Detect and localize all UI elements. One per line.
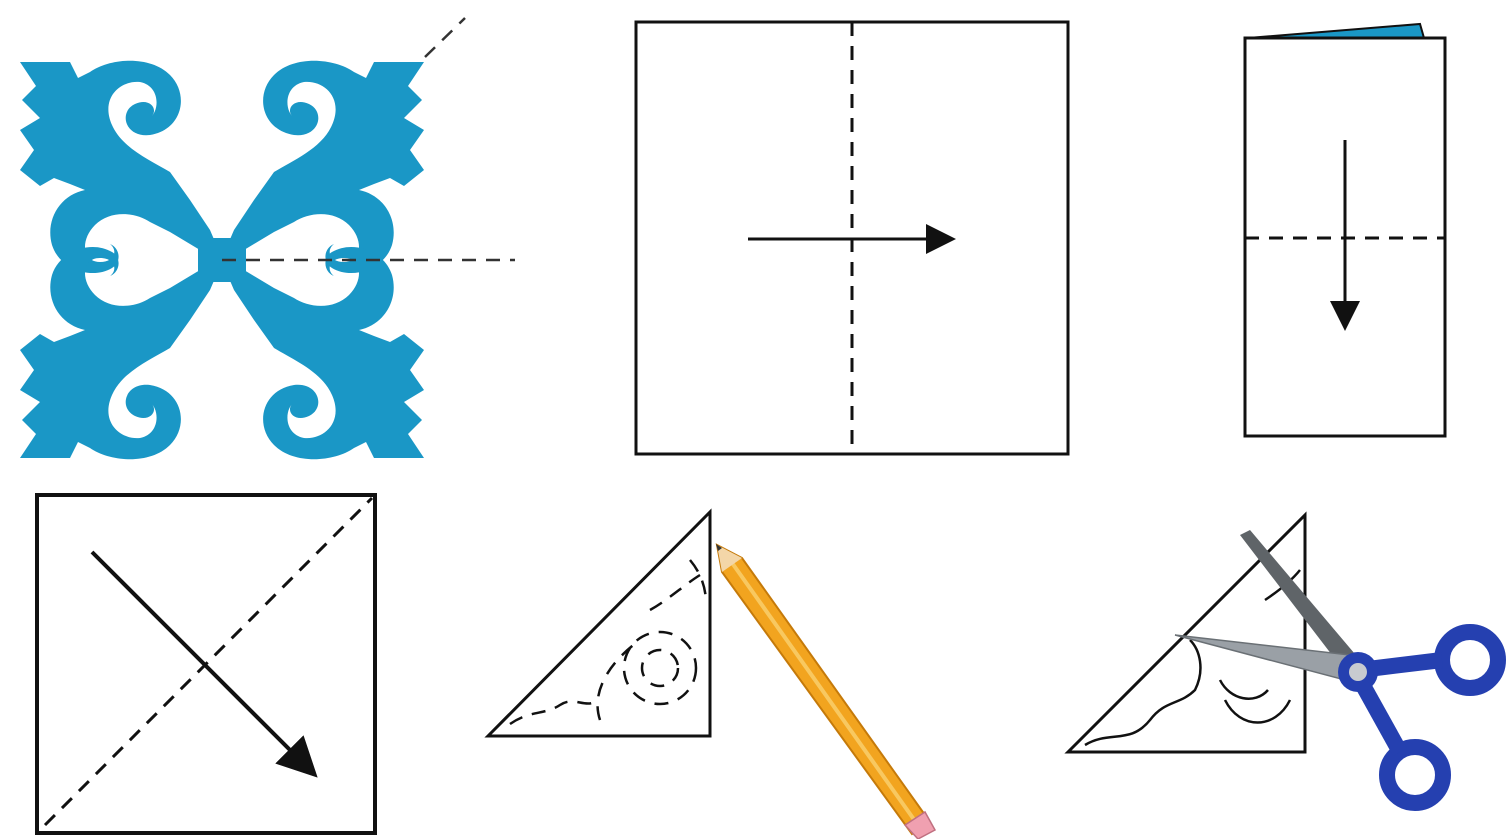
paper-triangle	[488, 512, 710, 736]
fold-line-diagonal	[45, 498, 372, 825]
ornament-fold-line-diagonal	[425, 18, 465, 57]
pencil-icon	[716, 544, 935, 839]
fold-arrow-icon	[92, 552, 312, 772]
pattern-outline	[510, 560, 706, 724]
fold-square-diagonally	[37, 495, 375, 833]
cut-pattern-out	[1068, 515, 1498, 803]
fold-square-in-half	[636, 22, 1068, 454]
draw-pattern-on-triangle	[488, 512, 935, 839]
paper-triangle	[1068, 515, 1305, 752]
scissors-icon	[1175, 530, 1498, 803]
fold-rectangle-in-half	[1245, 24, 1445, 436]
paper-back-layer	[1248, 24, 1424, 38]
